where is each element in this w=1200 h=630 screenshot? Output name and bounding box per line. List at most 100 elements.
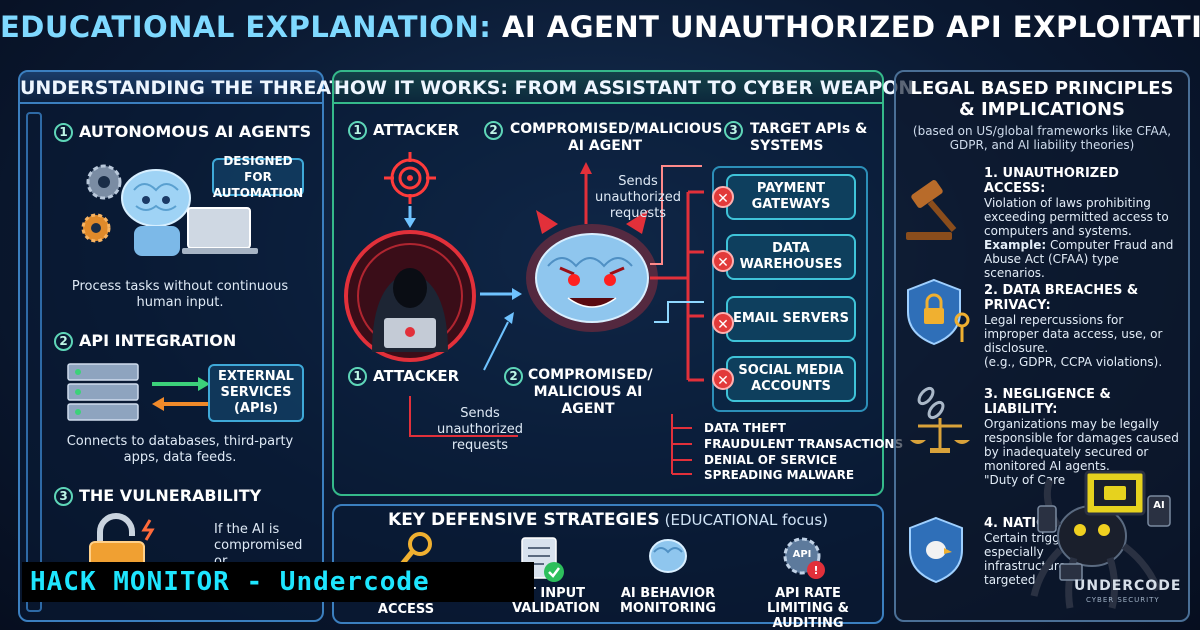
- consequence-data-theft: DATA THEFT: [704, 421, 786, 435]
- legal-item-1-example-label: Example:: [984, 238, 1047, 252]
- legal-item-2: 2. DATA BREACHES & PRIVACY: Legal reperc…: [984, 283, 1180, 369]
- title-part1: EDUCATIONAL EXPLANATION:: [0, 10, 492, 44]
- step1-title: 1 AUTONOMOUS AI AGENTS: [54, 122, 311, 142]
- sends-requests-top: Sends unauthorized requests: [594, 174, 681, 221]
- step2-title: 2 API INTEGRATION: [54, 331, 236, 351]
- hooded-hacker-icon: [344, 230, 476, 362]
- bottom-attacker-number: 1: [348, 367, 367, 386]
- ai-badge: AI: [1153, 500, 1165, 511]
- step3-number: 3: [54, 487, 73, 506]
- shield-lock-icon: [907, 278, 970, 346]
- defense-rate-limiting: API RATE LIMITING & AUDITING: [766, 586, 849, 630]
- crosshair-icon: [384, 152, 436, 204]
- top-agent-number: 2: [484, 121, 503, 140]
- undercode-logo-text: UNDERCODE: [1074, 578, 1182, 594]
- legal-item-1-title: 1. UNAUTHORIZED ACCESS:: [984, 166, 1119, 196]
- server-stack-illustration: [67, 363, 210, 421]
- legal-item-3-extra: "Duty of Care: [984, 473, 1066, 487]
- step1-number: 1: [54, 123, 73, 142]
- top-targets-number: 3: [724, 121, 743, 140]
- step1-title-text: AUTONOMOUS AI AGENTS: [79, 122, 312, 141]
- bottom-agent-label: 2 COMPROMISED/ MALICIOUS AI AGENT: [504, 367, 654, 418]
- target-payment-gateways: PAYMENT GATEWAYS: [726, 174, 856, 220]
- legal-item-1: 1. UNAUTHORIZED ACCESS: Violation of law…: [984, 166, 1180, 280]
- ai-agent-illustration: [81, 164, 258, 256]
- bottom-agent-number: 2: [504, 367, 523, 386]
- target-email-servers: EMAIL SERVERS: [726, 296, 856, 342]
- gear-orange-icon: [81, 213, 111, 243]
- blocked-x-icon: ✕: [712, 186, 734, 208]
- undercode-logo-sub: CYBER SECURITY: [1086, 596, 1160, 604]
- legal-item-2-extra: (e.g., GDPR, CCPA violations).: [984, 355, 1163, 369]
- gear-icon: [86, 164, 122, 200]
- top-targets-label: 3 TARGET APIs & SYSTEMS: [724, 121, 874, 155]
- defense-ai-monitoring: AI BEHAVIOR MONITORING: [619, 586, 717, 616]
- target-social-media: SOCIAL MEDIA ACCOUNTS: [726, 356, 856, 402]
- api-badge-text: API: [792, 549, 812, 560]
- attack-flow-diagram: [344, 152, 704, 475]
- legal-item-2-body: Legal repercussions for improper data ac…: [984, 313, 1163, 355]
- svg-text:!: !: [813, 564, 818, 577]
- automation-callout: DESIGNED FOR AUTOMATION: [212, 154, 304, 200]
- step1-description: Process tasks without continuous human i…: [71, 279, 289, 310]
- gavel-icon: [906, 180, 957, 240]
- undercode-logo: [1030, 470, 1171, 609]
- sends-requests-bottom: Sends unauthorized requests: [436, 406, 523, 453]
- external-services-box: EXTERNAL SERVICES (APIs): [208, 364, 304, 422]
- legal-icons: [906, 180, 970, 584]
- left-side-bar: [26, 112, 42, 612]
- step2-description: Connects to databases, third-party apps,…: [66, 434, 294, 465]
- top-attacker-number: 1: [348, 121, 367, 140]
- right-panel-heading: LEGAL BASED PRINCIPLES & IMPLICATIONS: [910, 78, 1174, 120]
- blocked-x-icon: ✕: [712, 250, 734, 272]
- top-agent-label: 2 COMPROMISED/MALICIOUS AI AGENT: [484, 121, 723, 155]
- octopus-robot-icon: [1030, 478, 1162, 609]
- server-icon: [67, 363, 139, 421]
- consequence-malware: SPREADING MALWARE: [704, 468, 855, 482]
- step3-title-text: THE VULNERABILITY: [79, 486, 262, 505]
- step2-title-text: API INTEGRATION: [79, 331, 237, 350]
- device-icons: [1037, 495, 1171, 581]
- defense-input-validation: T INPUT VALIDATION: [512, 586, 600, 616]
- api-gear-icon: !: [783, 537, 825, 579]
- legal-item-3-title: 3. NEGLIGENCE & LIABILITY:: [984, 387, 1111, 417]
- top-agent-text: COMPROMISED/MALICIOUS AI AGENT: [510, 121, 723, 154]
- blocked-x-icon: ✕: [712, 368, 734, 390]
- chain-scales-icon: [910, 386, 970, 453]
- defense-heading-text: KEY DEFENSIVE STRATEGIES: [388, 510, 660, 530]
- top-attacker-text: ATTACKER: [373, 121, 460, 139]
- brain-robot-icon: [121, 169, 191, 256]
- monitor-icon: [1084, 470, 1146, 516]
- right-panel-subheading: (based on US/global frameworks like CFAA…: [912, 124, 1172, 152]
- title-part2: AI AGENT UNAUTHORIZED API EXPLOITATION: [501, 10, 1200, 44]
- page-title: EDUCATIONAL EXPLANATION: AI AGENT UNAUTH…: [0, 10, 1200, 44]
- hack-monitor-banner: HACK MONITOR - Undercode: [22, 562, 534, 602]
- step3-title: 3 THE VULNERABILITY: [54, 486, 261, 506]
- legal-item-2-title: 2. DATA BREACHES & PRIVACY:: [984, 283, 1139, 313]
- top-attacker-label: 1 ATTACKER: [348, 121, 459, 140]
- laptop-icon: [182, 207, 258, 254]
- left-panel-heading: UNDERSTANDING THE THREAT: [20, 72, 343, 104]
- blocked-x-icon: ✕: [712, 312, 734, 334]
- target-data-warehouses: DATA WAREHOUSES: [726, 234, 856, 280]
- left-panel: UNDERSTANDING THE THREAT 1 AUTONOMOUS AI …: [18, 70, 343, 622]
- consequence-dos: DENIAL OF SERVICE: [704, 453, 838, 467]
- consequence-fraud: FRAUDULENT TRANSACTIONS: [704, 437, 904, 451]
- center-panel-heading: HOW IT WORKS: FROM ASSISTANT TO CYBER WE…: [334, 72, 914, 104]
- bottom-attacker-text: ATTACKER: [373, 367, 460, 385]
- legal-item-1-example: Computer Fraud and Abuse Act (CFAA) type…: [984, 238, 1174, 280]
- legal-item-3-body: Organizations may be legally responsible…: [984, 417, 1179, 473]
- step2-number: 2: [54, 332, 73, 351]
- defense-heading-sub: (EDUCATIONAL focus): [664, 511, 828, 529]
- legal-item-1-body: Violation of laws prohibiting exceeding …: [984, 196, 1169, 238]
- eagle-shield-icon: [909, 516, 963, 584]
- defense-access: ACCESS: [377, 602, 435, 617]
- legal-item-3: 3. NEGLIGENCE & LIABILITY: Organizations…: [984, 387, 1180, 487]
- arrows-exchange-icon: [152, 377, 210, 411]
- brain-monitor-icon: [649, 539, 687, 573]
- bottom-attacker-label: 1 ATTACKER: [348, 367, 459, 386]
- bottom-agent-text: COMPROMISED/ MALICIOUS AI AGENT: [528, 367, 653, 417]
- top-targets-text: TARGET APIs & SYSTEMS: [750, 121, 868, 154]
- defense-heading: KEY DEFENSIVE STRATEGIES (EDUCATIONAL fo…: [332, 510, 884, 530]
- devil-brain-icon: [526, 210, 658, 332]
